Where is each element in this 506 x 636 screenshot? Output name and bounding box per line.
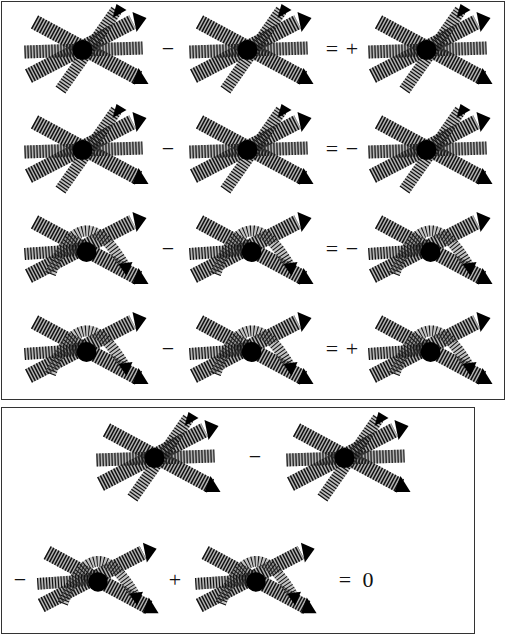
operator-sign: = <box>326 138 338 160</box>
operator-sign: − <box>162 338 174 360</box>
operator-sign: + <box>346 338 358 360</box>
operator-sign: + <box>169 569 181 591</box>
operator-sign: − <box>249 446 261 468</box>
operator-sign: = <box>326 38 338 60</box>
figure <box>369 104 493 190</box>
operator-sign: − <box>162 238 174 260</box>
figure <box>369 4 493 90</box>
operator-sign: + <box>346 38 358 60</box>
operator-sign: 0 <box>363 569 374 591</box>
figure <box>287 412 411 498</box>
figure <box>37 543 158 613</box>
frame <box>2 2 505 400</box>
operator-sign: − <box>346 138 358 160</box>
figure <box>369 312 493 384</box>
figure <box>369 212 493 284</box>
operator-sign: − <box>346 238 358 260</box>
frame <box>2 408 475 634</box>
figure <box>25 312 149 384</box>
figure <box>195 543 316 613</box>
operator-sign: = <box>339 569 351 591</box>
figure <box>97 412 221 498</box>
operator-sign: − <box>14 569 26 591</box>
figure <box>190 104 314 190</box>
operator-sign: = <box>326 238 338 260</box>
operator-sign: − <box>162 38 174 60</box>
operator-sign: = <box>326 338 338 360</box>
figure <box>190 4 314 90</box>
operator-sign: − <box>162 138 174 160</box>
figure <box>25 212 149 284</box>
figure <box>25 104 149 190</box>
figure <box>190 312 314 384</box>
figure <box>190 212 314 284</box>
figure <box>25 4 149 90</box>
